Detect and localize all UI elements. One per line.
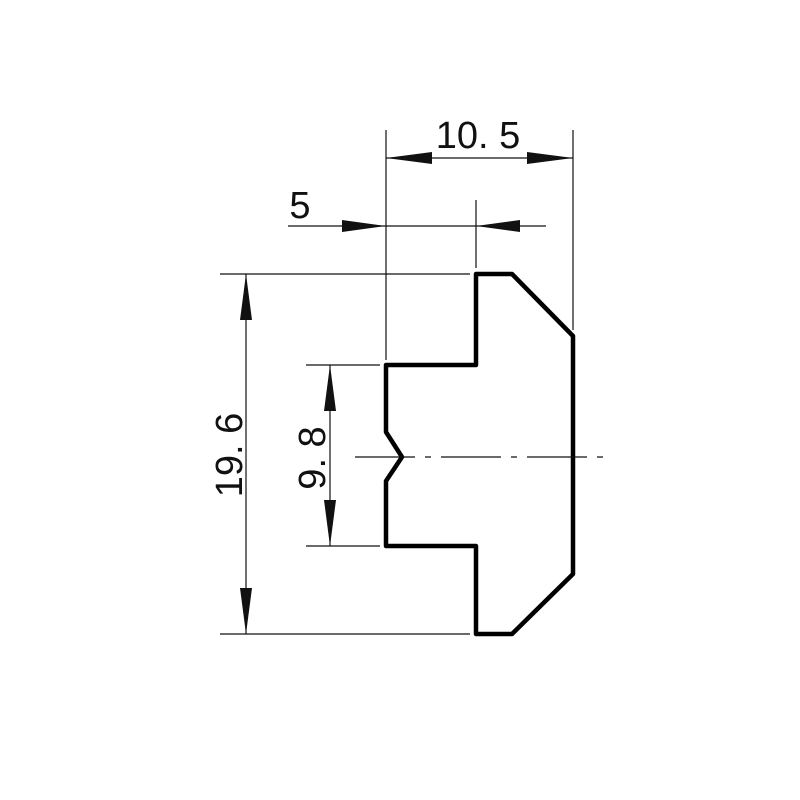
arrow-height-total-top [240,274,252,320]
arrow-width-stem-left [342,220,386,232]
arrow-width-total-right [527,152,573,164]
arrow-height-total-bottom [240,588,252,634]
arrow-width-stem-right [476,220,520,232]
dim-label-height-total: 19. 6 [209,413,251,498]
dim-label-height-slot: 9. 8 [292,426,334,489]
arrow-height-slot-top [324,365,336,411]
dim-label-width-stem: 5 [289,185,310,227]
dim-label-width-total: 10. 5 [436,115,521,157]
profile-outline [383,271,576,637]
arrow-height-slot-bottom [324,500,336,546]
arrow-width-total-left [386,152,432,164]
